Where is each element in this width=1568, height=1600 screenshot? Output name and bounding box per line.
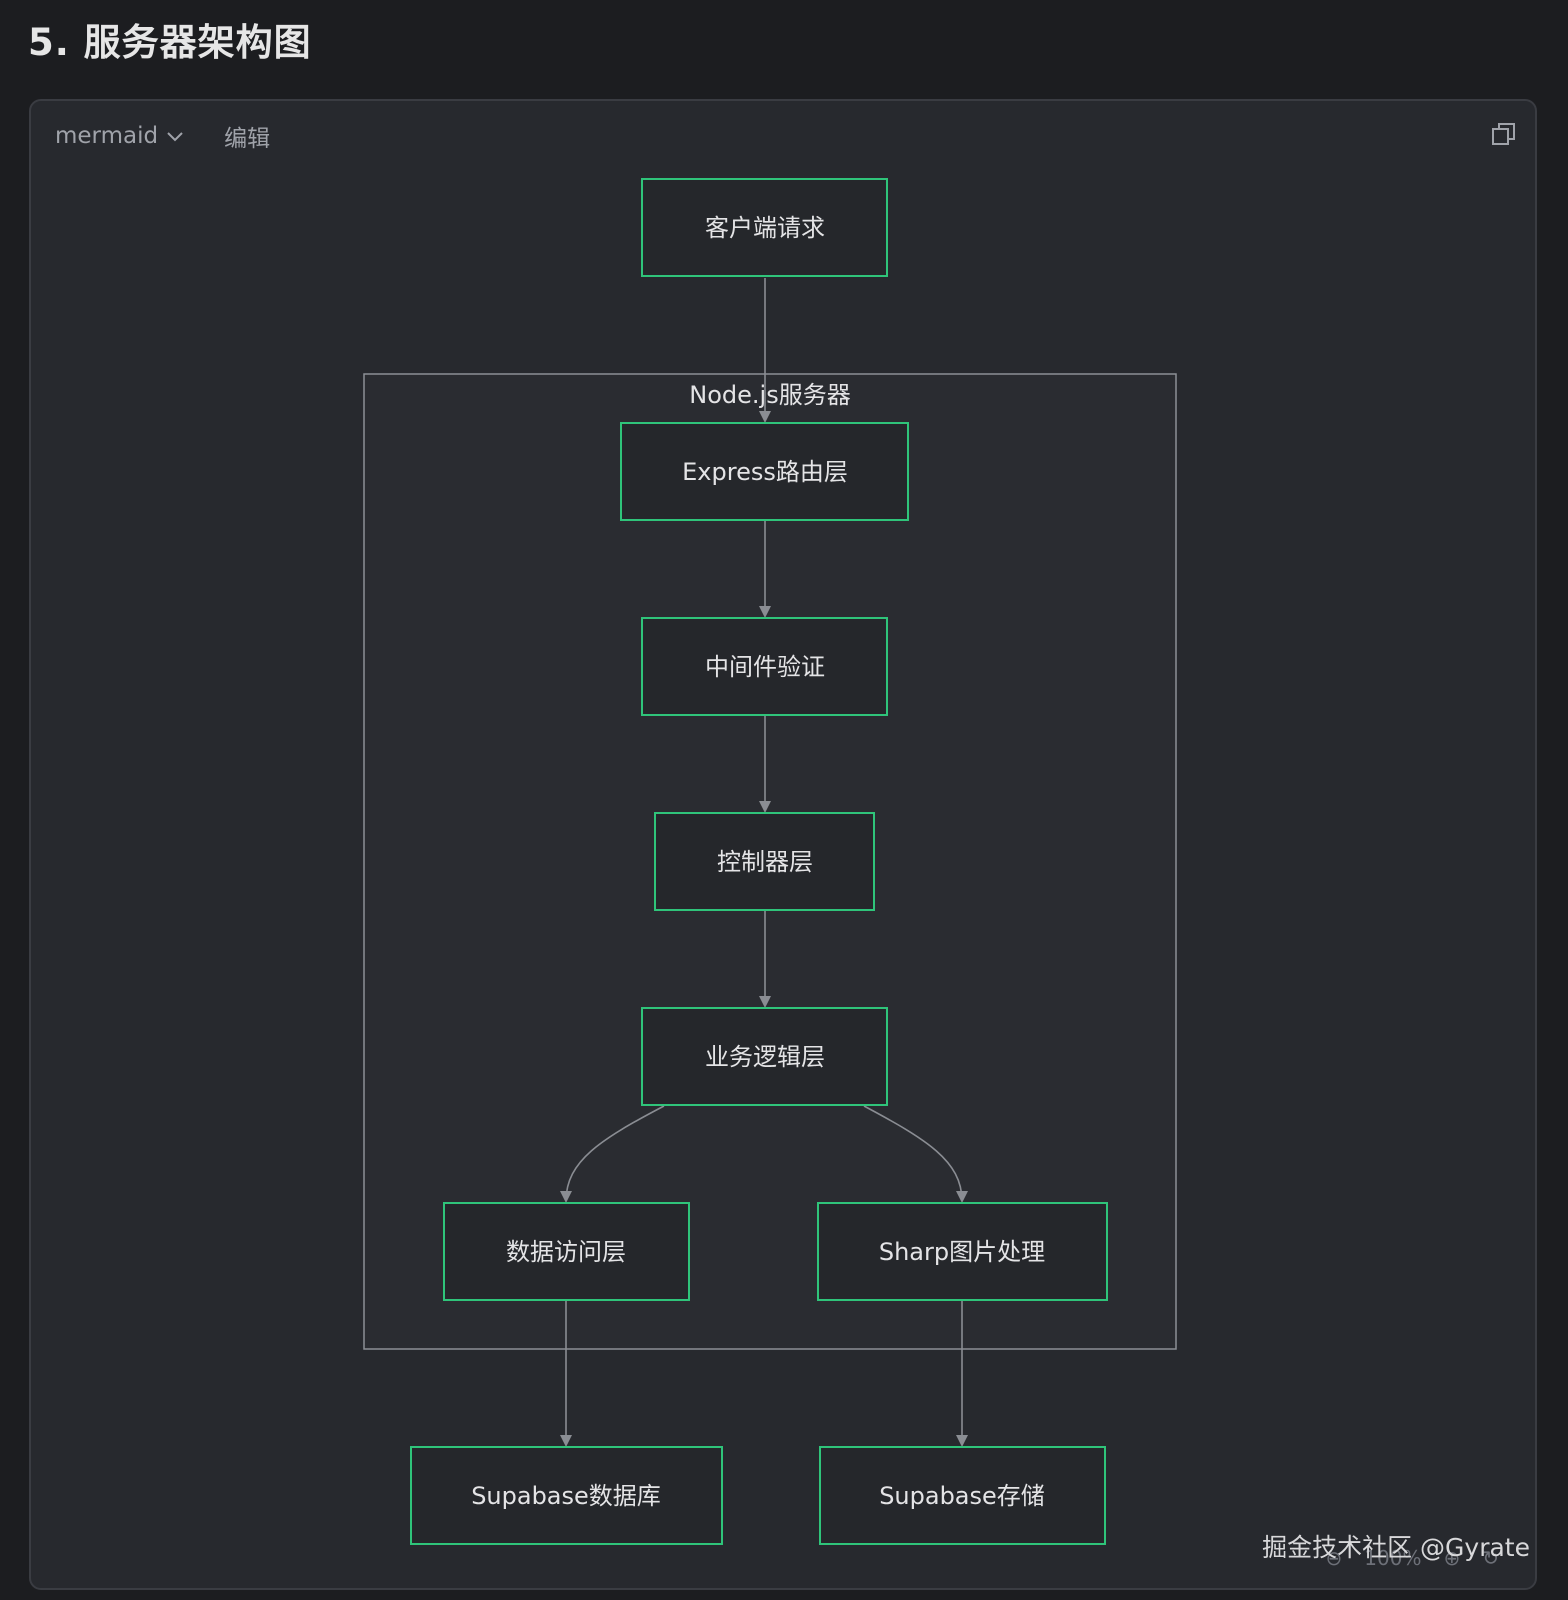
zoom-in-icon[interactable]: ⊕ [1443,1546,1461,1570]
node-label: 控制器层 [717,848,813,876]
node-dal: 数据访问层 [443,1202,690,1301]
zoom-level: 100% [1364,1546,1422,1570]
edges [560,278,968,1447]
node-supabase-storage: Supabase存储 [819,1446,1106,1545]
node-express: Express路由层 [620,422,909,521]
language-label: mermaid [55,123,159,149]
node-label: 客户端请求 [705,214,825,242]
flowchart: Node.js服务器 客户端请求 Express路由层 [363,178,1177,1545]
node-label: Supabase存储 [879,1482,1045,1510]
node-label: 业务逻辑层 [705,1043,825,1071]
node-controller: 控制器层 [654,812,875,911]
subgraph-label: Node.js服务器 [689,381,850,409]
node-client: 客户端请求 [641,178,888,277]
zoom-controls: ⊖ 100% ⊕ ↻ [1326,1546,1499,1570]
edge-business-sharp [863,1105,968,1203]
node-sharp: Sharp图片处理 [817,1202,1108,1301]
edge-business-dal [560,1105,665,1203]
watermark: 掘金技术社区 @Gyrate [1262,1533,1530,1562]
node-business: 业务逻辑层 [641,1007,888,1106]
zoom-out-icon[interactable]: ⊖ [1325,1546,1343,1570]
section-heading: 5. 服务器架构图 [28,21,312,64]
node-label: Supabase数据库 [471,1482,661,1510]
copy-icon[interactable] [1491,121,1517,147]
reset-icon[interactable]: ↻ [1482,1546,1499,1570]
node-supabase-db: Supabase数据库 [410,1446,723,1545]
chevron-down-icon [167,132,183,142]
node-middleware: 中间件验证 [641,617,888,716]
node-label: 数据访问层 [506,1238,626,1266]
node-label: 中间件验证 [705,653,825,681]
code-block-toolbar: mermaid 编辑 [55,119,270,153]
edit-button[interactable]: 编辑 [224,126,271,152]
code-block-card: mermaid 编辑 Node.js服务器 [29,99,1537,1590]
language-select[interactable]: mermaid [55,123,184,149]
node-label: Sharp图片处理 [879,1238,1045,1266]
node-label: Express路由层 [682,458,848,486]
